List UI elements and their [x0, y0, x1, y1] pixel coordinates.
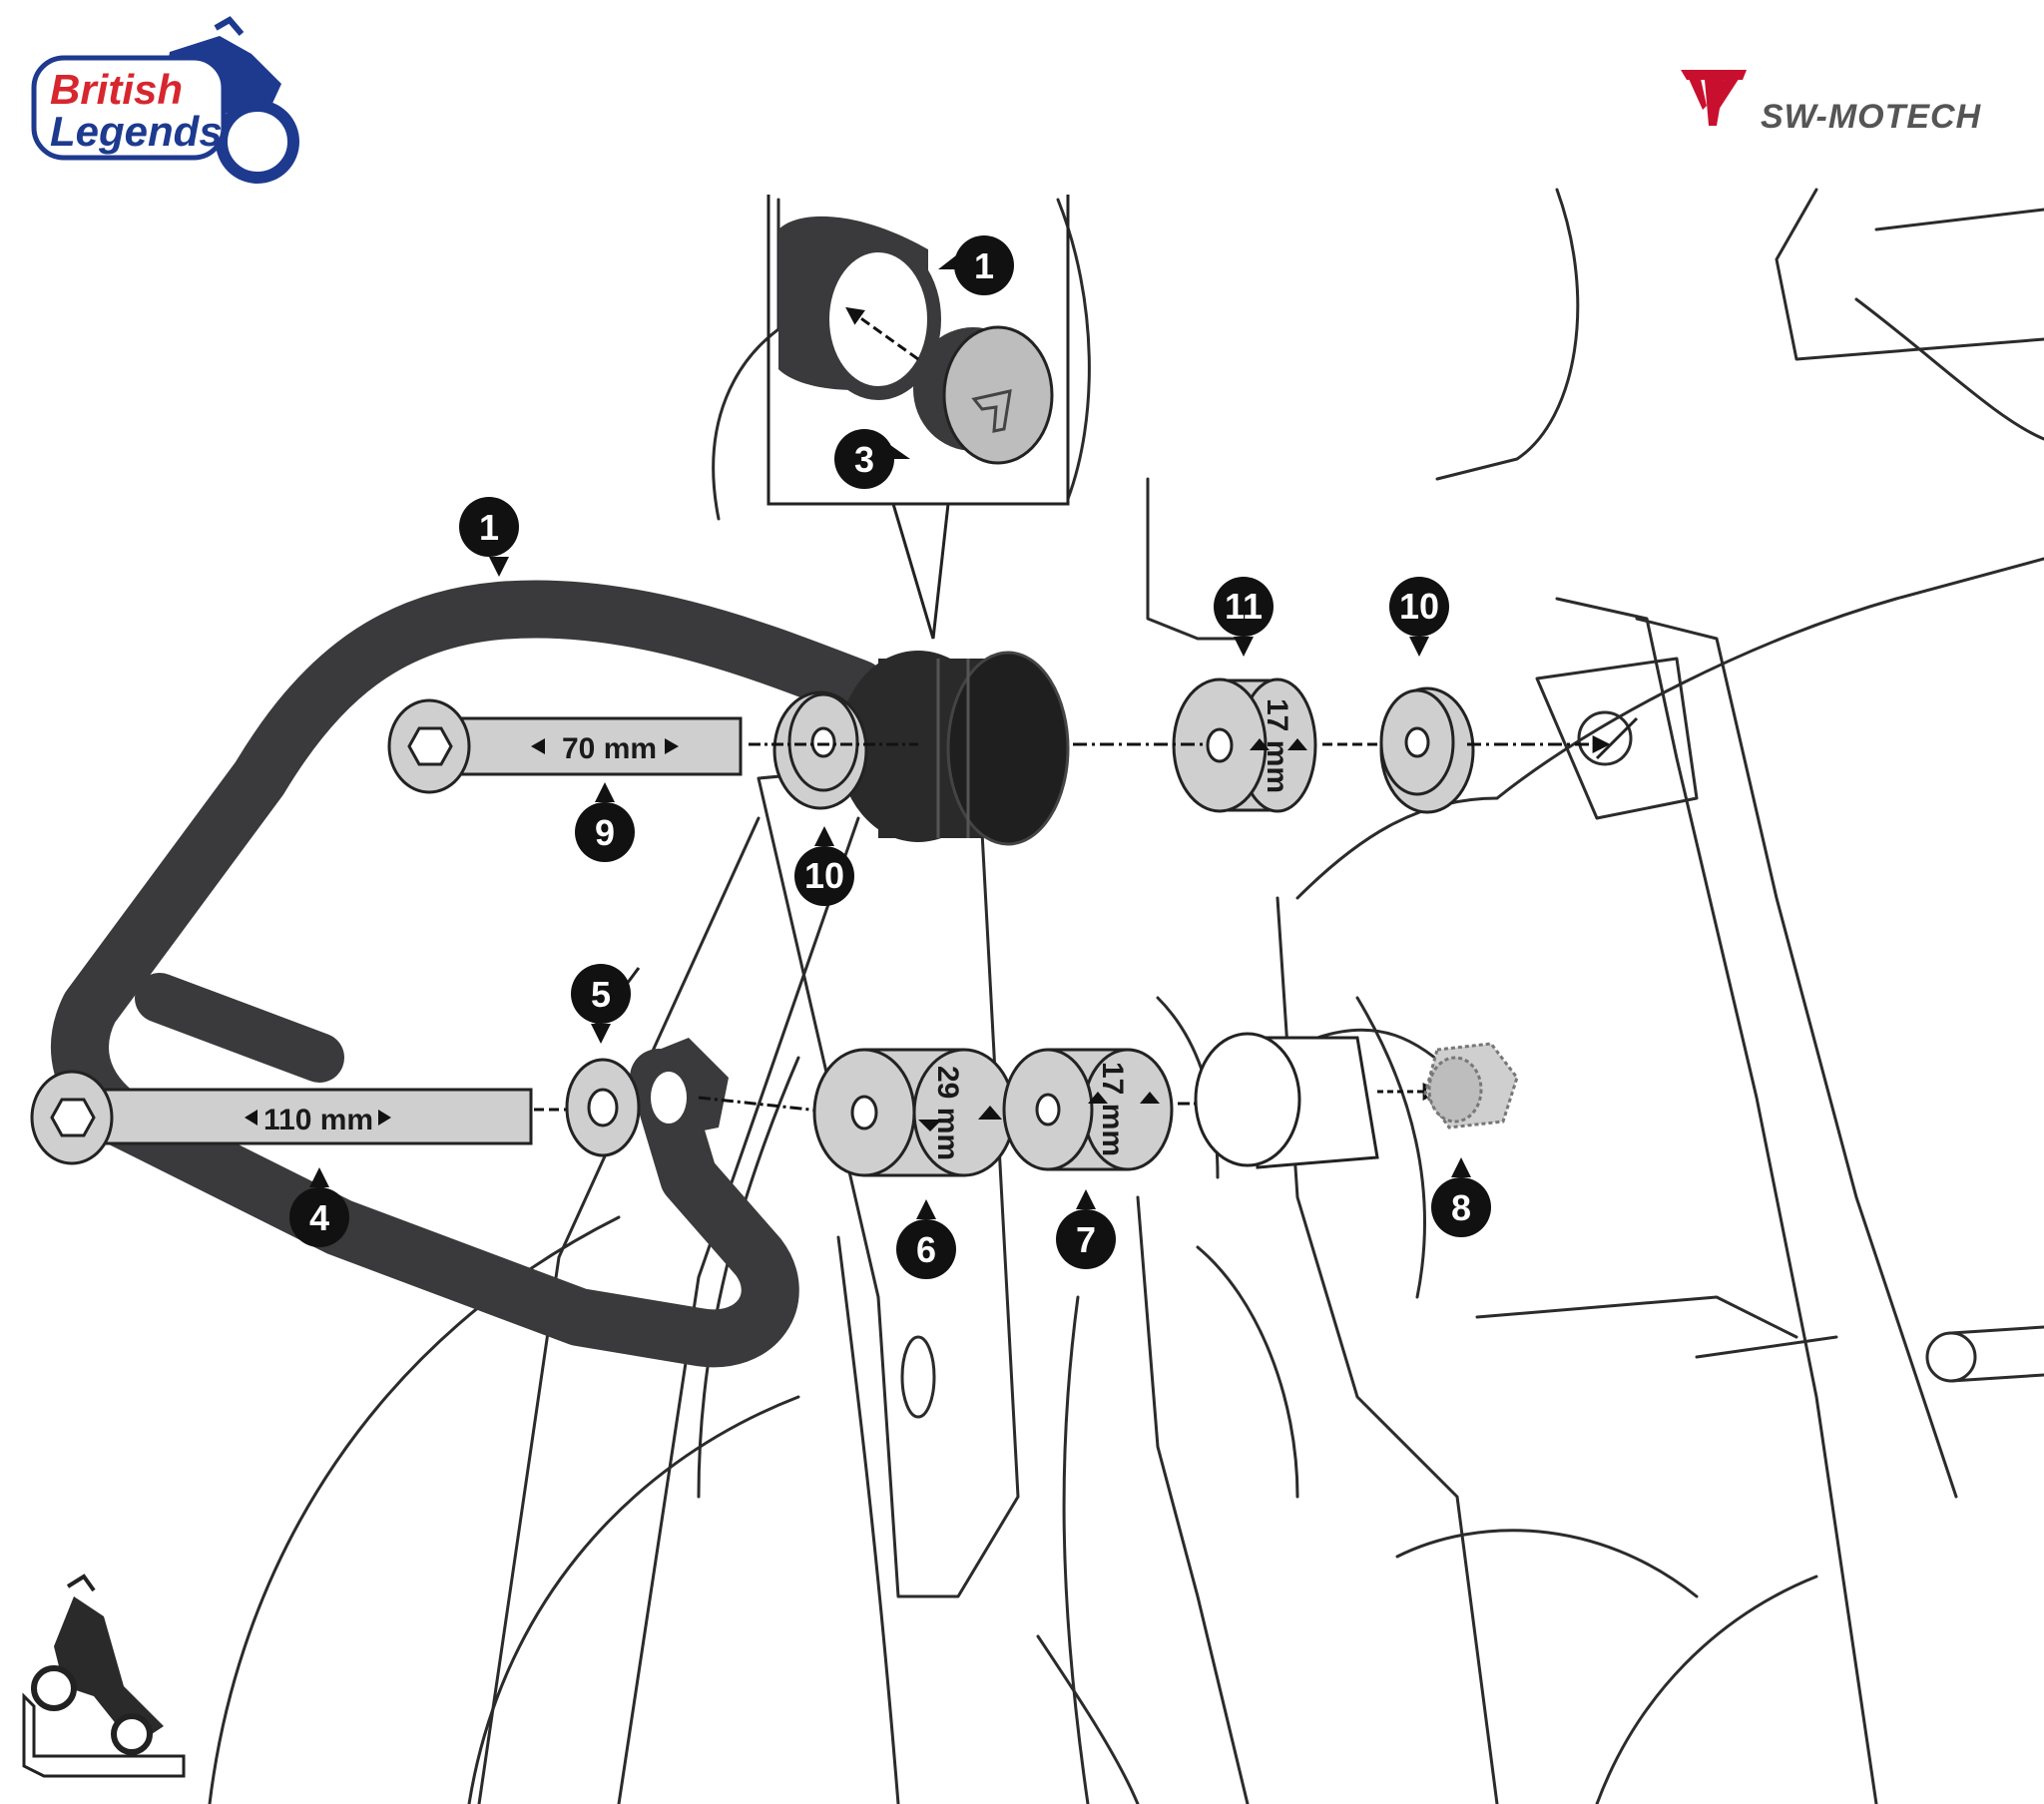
- bolt-110mm-part: 110 mm: [30, 1070, 533, 1165]
- svg-text:7: 7: [1076, 1219, 1096, 1260]
- svg-text:1: 1: [479, 507, 499, 548]
- tube-end-part: [778, 216, 941, 400]
- spacer-6-length-label: 29 mm: [931, 1066, 964, 1160]
- callout-4: 4: [289, 1167, 349, 1247]
- callout-11: 11: [1214, 577, 1274, 657]
- spacer-17mm-top-part: 17 mm: [1172, 677, 1317, 813]
- callout-6: 6: [896, 1199, 956, 1279]
- nut-part: [1423, 1042, 1519, 1129]
- washer-right-part: [1379, 686, 1475, 814]
- svg-text:5: 5: [591, 974, 611, 1015]
- sw-motech-logo: SW-MOTECH: [1681, 70, 1982, 136]
- callout-9: 9: [575, 782, 635, 862]
- end-plug-part: [913, 325, 1054, 465]
- crash-bar-part: [51, 580, 1070, 1368]
- svg-text:10: 10: [1399, 586, 1439, 627]
- spacer-11-length-label: 17 mm: [1261, 698, 1293, 793]
- washer-5-part: [565, 1058, 641, 1157]
- svg-text:3: 3: [854, 439, 874, 480]
- callout-3-inset: 3: [834, 429, 910, 489]
- logo-line1: British: [50, 66, 183, 113]
- callout-8: 8: [1431, 1157, 1491, 1237]
- spacer-29mm-part: 29 mm: [812, 1048, 1016, 1177]
- motorcycle-frame-lineart: [208, 188, 2044, 1804]
- svg-text:10: 10: [804, 855, 844, 896]
- svg-text:11: 11: [1225, 586, 1263, 627]
- logo-line2: Legends: [50, 108, 223, 155]
- british-legends-logo: British Legends: [31, 16, 299, 184]
- svg-text:6: 6: [916, 1229, 936, 1270]
- svg-text:1: 1: [974, 245, 994, 286]
- spacer-17mm-bottom-part: 17 mm: [1002, 1048, 1174, 1171]
- svg-text:8: 8: [1451, 1187, 1471, 1228]
- sw-motech-emblem-icon: [1681, 70, 1747, 126]
- logo-text: SW-MOTECH: [1761, 98, 1982, 136]
- bolt-70mm-part: 70 mm: [387, 698, 743, 794]
- callout-5: 5: [571, 964, 631, 1044]
- motorcycle-side-mount-icon: [22, 1574, 186, 1778]
- bolt-top-length-label: 70 mm: [562, 732, 657, 765]
- svg-text:4: 4: [309, 1197, 329, 1238]
- bolt-bottom-length-label: 110 mm: [263, 1104, 373, 1136]
- spacer-7-length-label: 17 mm: [1096, 1062, 1129, 1156]
- washer-left-part: [772, 690, 868, 810]
- rubber-bumper-part: [838, 651, 1070, 846]
- svg-text:9: 9: [595, 812, 615, 853]
- callout-1-inset: 1: [938, 235, 1014, 295]
- leader-lines: [592, 716, 1639, 1029]
- callout-1-top: 1: [459, 497, 519, 577]
- frame-boss-part: [1194, 1032, 1379, 1169]
- callout-7: 7: [1056, 1189, 1116, 1269]
- callout-10-left: 10: [794, 826, 854, 906]
- callout-10-right: 10: [1389, 577, 1449, 657]
- inset-detail-box: [766, 195, 1070, 640]
